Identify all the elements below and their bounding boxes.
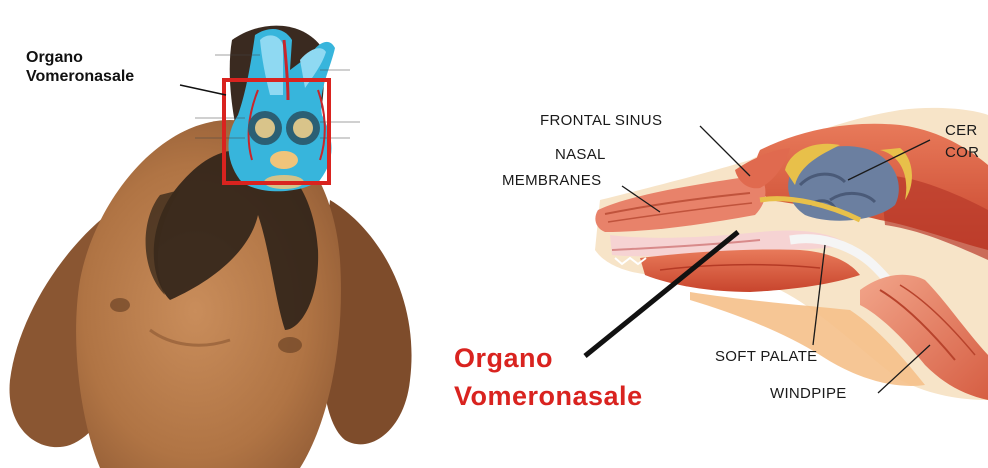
label-frontal-sinus: FRONTAL SINUS bbox=[540, 112, 662, 130]
left-label-line2: Vomeronasale bbox=[26, 67, 134, 86]
label-membranes: MEMBRANES bbox=[502, 172, 601, 190]
label-windpipe: WINDPIPE bbox=[770, 385, 847, 403]
right-organo-callout: Organo Vomeronasale bbox=[454, 342, 643, 412]
callout-line1: Organo bbox=[454, 342, 643, 374]
label-cor: COR bbox=[945, 144, 979, 162]
callout-line2: Vomeronasale bbox=[454, 380, 643, 412]
left-organo-label: Organo Vomeronasale bbox=[26, 48, 134, 86]
label-nasal: NASAL bbox=[555, 146, 606, 164]
left-label-line1: Organo bbox=[26, 48, 134, 67]
left-leader-line bbox=[180, 85, 226, 95]
label-soft-palate: SOFT PALATE bbox=[715, 348, 818, 366]
label-cer: CER bbox=[945, 122, 978, 140]
